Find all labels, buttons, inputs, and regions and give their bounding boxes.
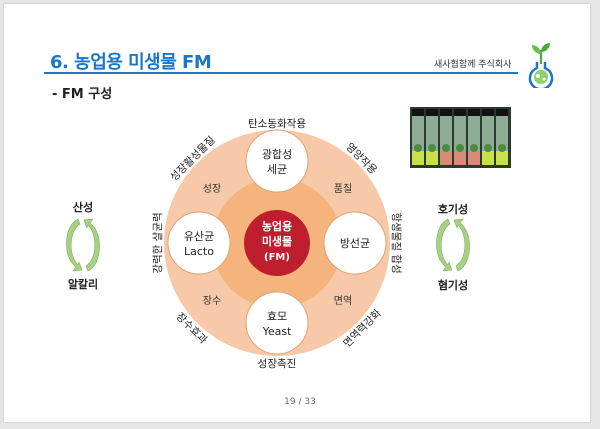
plantlet (484, 144, 492, 152)
plantlet (428, 144, 436, 152)
satellite-label: 광합성 (262, 148, 292, 161)
tube-liquid (468, 151, 480, 165)
tube-cap (468, 109, 480, 116)
satellite-yeast: 효모 Yeast (245, 291, 309, 355)
outer-label: 성장촉진 (258, 358, 297, 370)
tube-cap (412, 109, 424, 116)
inner-label-quality: 품질 (334, 183, 352, 195)
center-circle (244, 210, 310, 276)
tube-cap (440, 109, 452, 116)
inner-label-growth: 성장 (203, 183, 221, 195)
outer-label: 강력한 살균력 (152, 212, 164, 273)
tube-liquid (426, 151, 438, 165)
title-underline (44, 72, 518, 74)
tube-cap (482, 109, 494, 116)
cycle-arrows-icon (66, 218, 100, 272)
center-label-1: 농업용 (262, 220, 292, 233)
cycle-label-alkaline: 알칼리 (67, 278, 99, 291)
company-logo-icon (528, 43, 554, 88)
inner-label-longevity: 장수 (203, 295, 221, 307)
satellite-label: 유산균 (184, 230, 214, 243)
plantlet (456, 144, 464, 152)
tube-liquid (482, 151, 494, 165)
satellite-photosynthetic-bacteria: 광합성 세균 (245, 129, 309, 193)
center-label-3: (FM) (264, 252, 290, 263)
cycle-label-aerobic: 호기성 (437, 203, 469, 216)
company-name: 새사협함께 주식회사 (434, 60, 512, 70)
page-number: 19 / 33 (284, 397, 316, 407)
satellite-label: 방선균 (340, 237, 370, 250)
outer-label: 항생물질 합성 (390, 212, 402, 273)
outer-label: 탄소동화작용 (248, 118, 306, 130)
cycle-arrows-icon (436, 218, 470, 272)
satellite-lactobacillus: 유산균 Lacto (167, 211, 231, 275)
section-subtitle: - FM 구성 (52, 87, 113, 102)
culture-tubes-photo (410, 107, 511, 168)
plantlet (498, 144, 506, 152)
cycle-label-acidic: 산성 (72, 201, 94, 214)
page-title: 6. 농업용 미생물 FM (50, 52, 212, 73)
plantlet (470, 144, 478, 152)
tube-cap (496, 109, 508, 116)
tube-liquid (412, 151, 424, 165)
satellite-label: Lacto (184, 245, 214, 258)
inner-label-immunity: 면역 (334, 295, 352, 307)
cycle-label-anaerobic: 혐기성 (437, 279, 469, 292)
tube-cap (426, 109, 438, 116)
tube-liquid (454, 151, 466, 165)
tube-liquid (496, 151, 508, 165)
tube-cap (454, 109, 466, 116)
plantlet (442, 144, 450, 152)
satellite-label: 효모 (267, 310, 287, 323)
center-label-2: 미생물 (262, 234, 292, 248)
satellite-label: Yeast (262, 325, 292, 338)
satellite-actinomycetes: 방선균 (323, 211, 387, 275)
tube-liquid (440, 151, 452, 165)
satellite-label: 세균 (267, 163, 287, 176)
plantlet (414, 144, 422, 152)
